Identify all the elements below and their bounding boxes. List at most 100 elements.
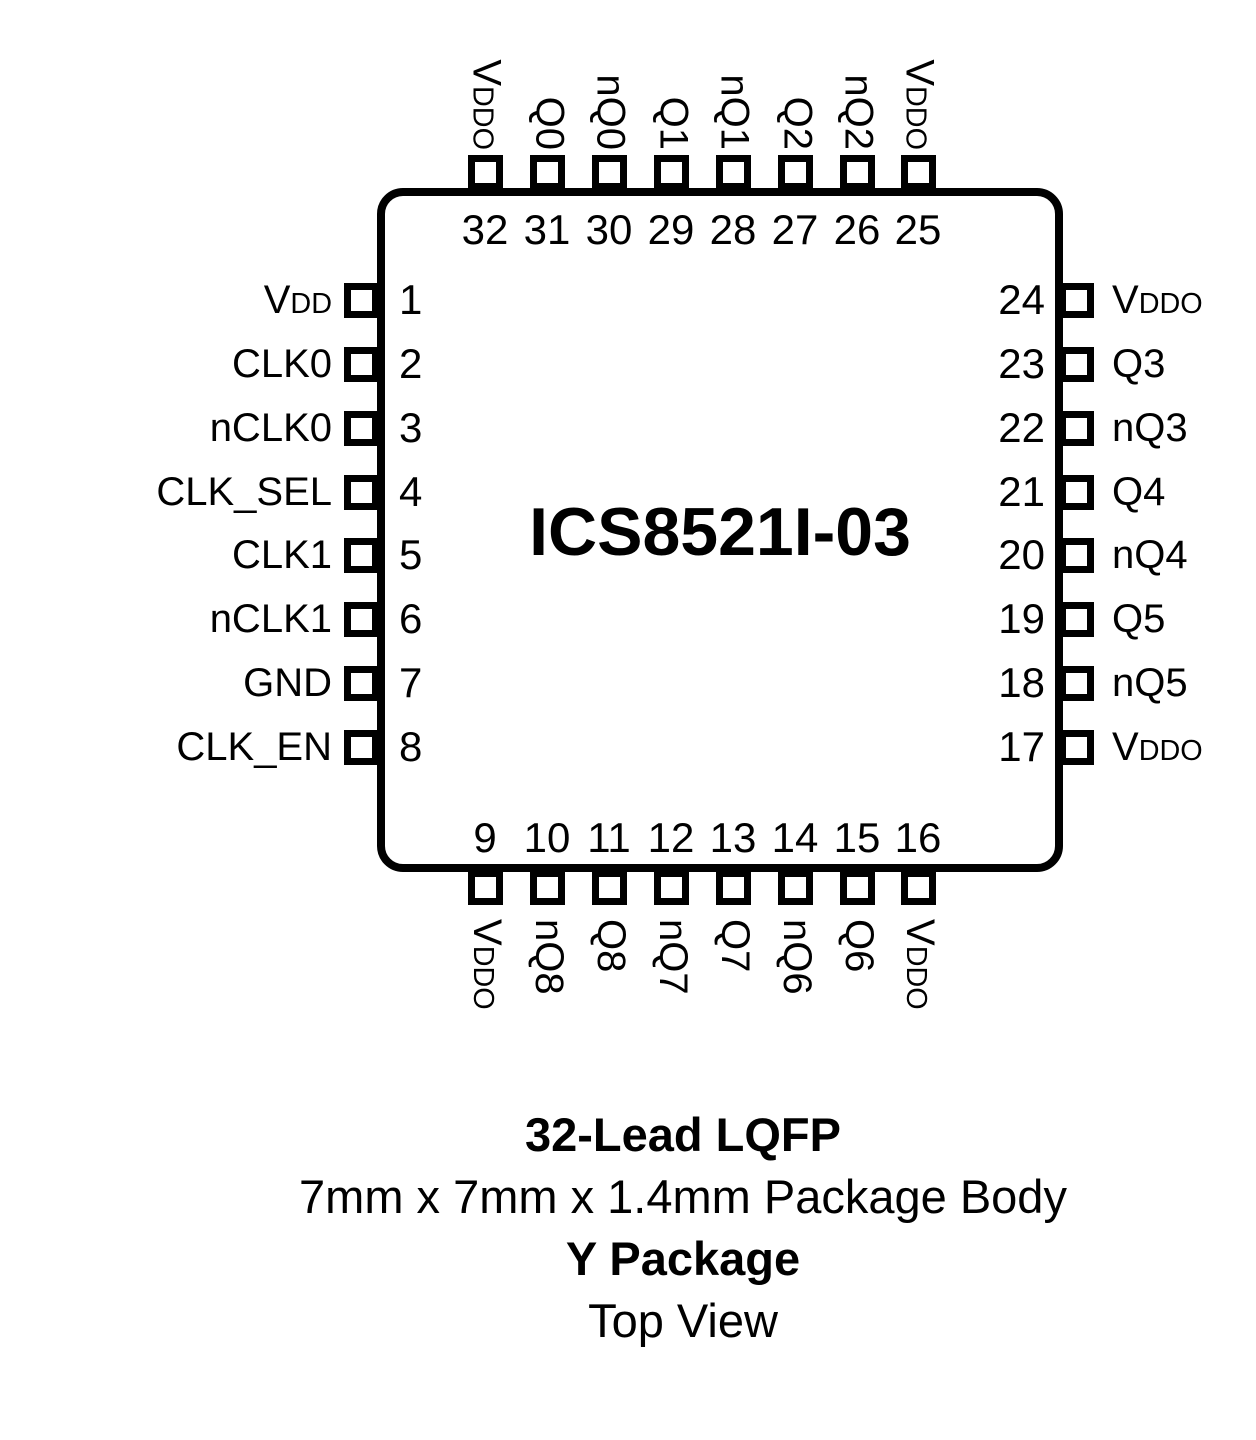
caption-package-type: 32-Lead LQFP — [524, 1108, 841, 1161]
pin-lead-14 — [778, 870, 813, 905]
pin-label-22-text: nQ3 — [1112, 406, 1188, 450]
pin-number-11: 11 — [587, 814, 631, 861]
pin-label-2-text: CLK0 — [231, 342, 332, 386]
pin-label-12-text: nQ7 — [651, 919, 695, 995]
pin-number-6: 6 — [399, 595, 423, 642]
pin-label-8-text: CLK_EN — [176, 725, 332, 769]
pin-label-10-text: nQ8 — [527, 919, 571, 995]
pin-number-31: 31 — [523, 206, 571, 253]
pin-label-32-sub: DDO — [467, 86, 499, 150]
pin-number-3: 3 — [399, 404, 423, 451]
pin-lead-19 — [1059, 602, 1094, 637]
pin-label-24-sub: DDO — [1138, 288, 1203, 320]
pin-number-2: 2 — [399, 340, 423, 387]
pin-number-22: 22 — [998, 404, 1045, 451]
pin-lead-18 — [1059, 666, 1094, 701]
pin-label-11-text: Q8 — [589, 919, 633, 973]
pin-lead-10 — [530, 870, 565, 905]
pin-lead-17 — [1059, 730, 1094, 765]
pin-lead-30 — [592, 155, 627, 190]
pin-label-22: nQ3 — [1112, 408, 1188, 452]
pin-lead-9 — [468, 870, 503, 905]
pin-label-4-text: CLK_SEL — [156, 470, 332, 514]
pin-label-21: Q4 — [1112, 472, 1165, 516]
pin-label-13-text: Q7 — [713, 919, 757, 973]
pin-number-32: 32 — [461, 206, 509, 253]
pin-number-12: 12 — [647, 814, 695, 861]
pin-label-1: VDD — [0, 280, 332, 324]
pin-lead-24 — [1059, 283, 1094, 318]
pin-number-4: 4 — [399, 468, 423, 515]
pin-label-25-text: V — [898, 59, 942, 86]
pin-label-31-text: Q0 — [527, 96, 571, 150]
pin-number-15: 15 — [833, 814, 881, 861]
pin-lead-5 — [344, 538, 379, 573]
pin-label-5-text: CLK1 — [231, 533, 332, 577]
pin-lead-32 — [468, 155, 503, 190]
pin-label-9-text: V — [465, 919, 509, 946]
pin-number-25: 25 — [894, 206, 942, 253]
pin-number-17: 17 — [998, 723, 1045, 770]
pin-label-20: nQ4 — [1112, 535, 1188, 579]
pin-lead-21 — [1059, 475, 1094, 510]
pin-label-16-sub: DDO — [900, 945, 932, 1010]
pin-lead-15 — [840, 870, 875, 905]
pin-lead-23 — [1059, 347, 1094, 382]
pin-number-16: 16 — [894, 814, 942, 861]
pin-lead-25 — [901, 155, 936, 190]
pin-label-30-text: nQ0 — [589, 74, 633, 150]
pin-lead-20 — [1059, 538, 1094, 573]
pin-lead-8 — [344, 730, 379, 765]
pin-label-6-text: nCLK1 — [209, 597, 332, 641]
pin-label-2: CLK0 — [0, 344, 332, 388]
pin-label-3: nCLK0 — [0, 408, 332, 452]
pin-number-28: 28 — [709, 206, 757, 253]
pin-number-10: 10 — [523, 814, 571, 861]
pin-label-23-text: Q3 — [1112, 342, 1166, 386]
pin-lead-3 — [344, 411, 379, 446]
pin-label-17-sub: DDO — [1138, 735, 1203, 767]
caption-block: 32-Lead LQFP 7mm x 7mm x 1.4mm Package B… — [110, 1104, 1256, 1352]
pin-label-17-text: V — [1112, 725, 1139, 769]
pin-label-20-text: nQ4 — [1112, 533, 1188, 577]
pin-number-24: 24 — [998, 276, 1045, 323]
pin-label-27-text: Q2 — [775, 96, 819, 150]
pin-label-15-text: Q6 — [837, 919, 881, 973]
pin-number-20: 20 — [998, 531, 1045, 578]
pin-label-16-text: V — [898, 919, 942, 946]
pin-label-7-text: GND — [243, 661, 332, 705]
pin-label-4: CLK_SEL — [0, 472, 332, 516]
pin-label-17: VDDO — [1112, 727, 1203, 771]
pin-number-5: 5 — [399, 531, 423, 578]
pin-label-23: Q3 — [1112, 344, 1165, 388]
pin-lead-2 — [344, 347, 379, 382]
pin-number-19: 19 — [998, 595, 1045, 642]
pin-number-23: 23 — [998, 340, 1045, 387]
chip-part-number: ICS8521I-03 — [529, 494, 911, 570]
pin-label-1-sub: DD — [290, 288, 332, 320]
pin-lead-4 — [344, 475, 379, 510]
pin-label-29-text: Q1 — [651, 96, 695, 150]
pin-lead-7 — [344, 666, 379, 701]
pin-number-29: 29 — [647, 206, 695, 253]
pin-lead-31 — [530, 155, 565, 190]
pin-lead-28 — [716, 155, 751, 190]
pin-label-18-text: nQ5 — [1112, 661, 1188, 705]
pin-number-7: 7 — [399, 659, 423, 706]
pin-lead-1 — [344, 283, 379, 318]
pin-lead-12 — [654, 870, 689, 905]
pin-lead-26 — [840, 155, 875, 190]
pin-label-5: CLK1 — [0, 535, 332, 579]
caption-body-size: 7mm x 7mm x 1.4mm Package Body — [299, 1170, 1067, 1223]
pin-label-14-text: nQ6 — [775, 919, 819, 995]
pin-label-18: nQ5 — [1112, 663, 1188, 707]
pin-lead-6 — [344, 602, 379, 637]
pin-label-6: nCLK1 — [0, 599, 332, 643]
pin-lead-27 — [778, 155, 813, 190]
pin-number-1: 1 — [399, 276, 423, 323]
pin-label-28-text: nQ1 — [713, 74, 757, 150]
pin-lead-11 — [592, 870, 627, 905]
pin-label-19: Q5 — [1112, 599, 1165, 643]
pin-lead-16 — [901, 870, 936, 905]
